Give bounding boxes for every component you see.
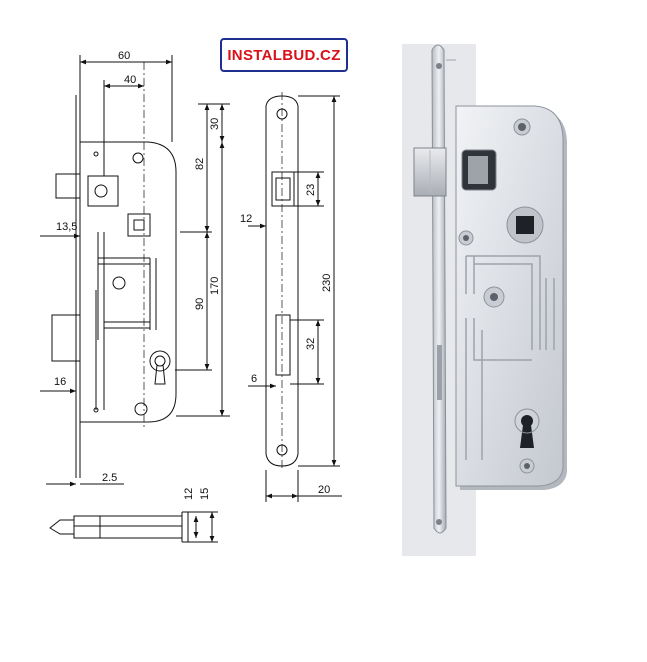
dim-center-upper: 82 <box>194 158 206 170</box>
side-view <box>248 92 342 502</box>
dim-height-b: 15 <box>199 488 211 500</box>
logo-text: INSTALBUD.CZ <box>227 46 341 64</box>
keyhole-icon <box>521 415 533 427</box>
dim-latch-projection: 12 <box>240 213 252 225</box>
dim-backset: 40 <box>124 74 136 86</box>
bolt-slot <box>437 345 442 400</box>
dim-faceplate-thickness: 2.5 <box>102 472 117 484</box>
faceplate-screw-top <box>436 63 442 69</box>
top-view <box>49 511 218 543</box>
side-view-labels: 23 12 32 6 230 20 <box>240 184 333 496</box>
follower-square <box>516 216 534 234</box>
dim-top-to-follower: 30 <box>209 118 221 130</box>
top-view-labels: 12 15 <box>183 488 211 500</box>
front-view <box>40 55 230 487</box>
dim-bolt-projection: 6 <box>251 373 257 385</box>
dim-bolt-height: 32 <box>305 338 317 350</box>
body-channels <box>465 255 555 460</box>
dim-lower-offset: 16 <box>54 376 66 388</box>
faceplate <box>431 44 447 534</box>
dim-width-total: 60 <box>118 50 130 62</box>
front-view-labels: 60 40 13,5 16 2.5 30 82 90 170 <box>54 50 221 484</box>
instalbud-logo: INSTALBUD.CZ <box>220 38 348 72</box>
faceplate-screw-bottom <box>436 519 442 525</box>
dim-follower-to-key: 90 <box>194 298 206 310</box>
lock-photo <box>402 44 567 556</box>
dim-plate-height: 230 <box>321 274 333 292</box>
dim-case-height: 170 <box>209 277 221 295</box>
dim-plate-width: 20 <box>318 484 330 496</box>
dim-latch-offset: 13,5 <box>56 221 77 233</box>
dim-height-a: 12 <box>183 488 195 500</box>
dim-latch-height: 23 <box>305 184 317 196</box>
